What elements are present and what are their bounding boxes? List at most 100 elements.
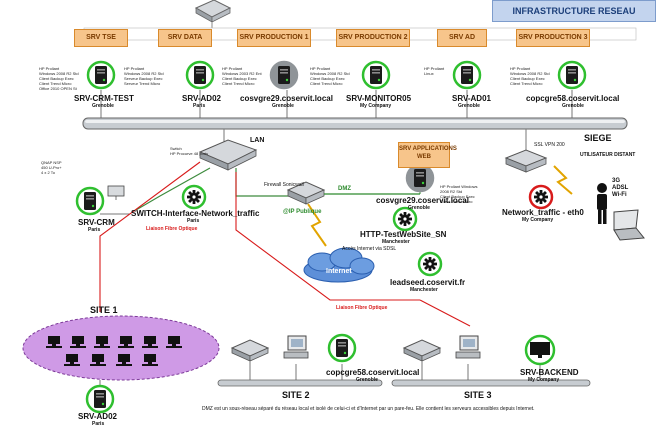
top-router-icon xyxy=(194,0,232,23)
node-switch-traffic-site: Paris xyxy=(187,218,200,224)
header-srv-applications-web: SRV APPLICATIONS WEB xyxy=(398,142,457,168)
header-srv-production-3: SRV PRODUCTION 3 xyxy=(516,29,590,47)
switch-note: Switch HP Procurve 48 ports xyxy=(170,146,209,156)
node-srv-crm-site: Paris xyxy=(88,227,101,233)
liaison-fibre-1-label: Liaison Fibre Optique xyxy=(146,226,198,232)
site1-label: SITE 1 xyxy=(90,305,118,315)
liaison-fibre-2-label: Liaison Fibre Optique xyxy=(336,305,388,311)
lan-switch-icon xyxy=(198,139,258,171)
node-srv-crm-label[interactable]: SRV-CRM xyxy=(78,218,115,227)
node-copcgre58-bottom-label[interactable]: copcgre58.coservit.local xyxy=(326,368,420,377)
copcgre58-bottom-icon[interactable] xyxy=(327,333,357,363)
srv-backend-icon[interactable] xyxy=(524,334,556,366)
node-http-test-site: Manchester xyxy=(382,239,410,245)
site1-pc-icon xyxy=(142,354,158,366)
lan-label: LAN xyxy=(250,137,265,144)
node-srv-ad01-site: Grenoble xyxy=(458,103,480,109)
ssl-vpn-label: SSL VPN 200 xyxy=(534,142,565,148)
server-note-production-3: HP Proliant Windows 2008 R2 Std Client B… xyxy=(510,66,550,86)
server-note-data: HP Proliant Windows 2008 R2 Std Serveur … xyxy=(124,66,164,86)
srv-ad02-top-icon[interactable] xyxy=(185,60,215,90)
site2-pc-icon xyxy=(283,335,309,359)
node-srv-ad02-top-label[interactable]: SRV-AD02 xyxy=(182,94,221,103)
web-server-note: HP Proliant Windows 2008 R2 Std Client B… xyxy=(440,184,478,204)
leadseed-icon[interactable] xyxy=(417,251,443,277)
copcgre58-top-icon[interactable] xyxy=(557,60,587,90)
header-srv-data: SRV DATA xyxy=(158,29,212,47)
node-srv-ad01-label[interactable]: SRV-AD01 xyxy=(452,94,491,103)
node-cosvgre29-top-label[interactable]: cosvgre29.coservit.local xyxy=(240,94,333,103)
site3-bar xyxy=(391,379,591,387)
site2-switch-icon xyxy=(230,339,270,362)
internet-cloud-icon xyxy=(303,247,375,283)
node-srv-backend-site: My Company xyxy=(528,377,560,383)
node-network-traffic-site: My Company xyxy=(522,217,554,223)
node-leadseed-label[interactable]: leadseed.coservit.fr xyxy=(390,278,466,287)
node-cosvgre29-top-site: Grenoble xyxy=(272,103,294,109)
site3-pc-icon xyxy=(455,335,481,359)
header-srv-ad: SRV AD xyxy=(437,29,487,47)
server-note-production-2: HP Proliant Windows 2008 R2 Std Client B… xyxy=(310,66,350,86)
laptop-icon xyxy=(613,209,645,241)
site1-pc-icon xyxy=(142,336,158,348)
node-srv-monitor05-label[interactable]: SRV-MONITOR05 xyxy=(346,94,412,103)
node-copcgre58-top-site: Grenoble xyxy=(562,103,584,109)
siege-label: SIEGE xyxy=(584,133,612,143)
ip-publique-label: @IP Publique xyxy=(283,209,322,215)
site3-label: SITE 3 xyxy=(464,390,492,400)
node-srv-ad02-bottom-site: Paris xyxy=(92,421,105,427)
http-test-icon[interactable] xyxy=(392,206,418,232)
internet-label: Internet xyxy=(326,268,352,275)
page-title: INFRASTRUCTURE RESEAU xyxy=(492,0,656,22)
firewall-icon xyxy=(286,181,326,205)
node-cosvgre29-web-label[interactable]: cosvgre29.coservit.local xyxy=(376,196,469,205)
site1-pc-icon xyxy=(166,336,182,348)
ssl-vpn-icon xyxy=(504,149,548,173)
server-note-production-1: HP Proliant Windows 2003 R2 Ent Client B… xyxy=(222,66,262,86)
site2-label: SITE 2 xyxy=(282,390,310,400)
srv-ad01-icon[interactable] xyxy=(452,60,482,90)
node-copcgre58-top-label[interactable]: copcgre58.coservit.local xyxy=(526,94,620,103)
srv-ad02-bottom-icon[interactable] xyxy=(85,384,115,414)
qnap-note: QNAP NSP 450 U-Pro+ 4 x 2 To xyxy=(41,160,62,175)
siege-backbone-bar xyxy=(82,117,628,130)
header-srv-tse: SRV TSE xyxy=(74,29,128,47)
server-note-ad: HP Proliant Linux xyxy=(424,66,445,76)
node-leadseed-site: Manchester xyxy=(410,287,438,293)
node-copcgre58-bottom-site: Grenoble xyxy=(356,377,378,383)
site1-pc-icon xyxy=(46,336,62,348)
site1-workstations xyxy=(46,336,182,366)
node-srv-ad02-bottom-label[interactable]: SRV-AD02 xyxy=(78,412,117,421)
acces-internet-label: Accès Internet via SDSL xyxy=(342,246,397,252)
site1-pc-icon xyxy=(70,336,86,348)
cosvgre29-top-icon[interactable] xyxy=(269,60,299,90)
header-srv-production-2: SRV PRODUCTION 2 xyxy=(336,29,410,47)
site1-pc-icon xyxy=(90,354,106,366)
node-srv-ad02-top-site: Paris xyxy=(193,103,206,109)
cosvgre29-web-icon[interactable] xyxy=(405,163,435,193)
node-http-test-label[interactable]: HTTP-TestWebSite_SN xyxy=(360,230,447,239)
node-srv-crm-test-label[interactable]: SRV-CRM-TEST xyxy=(74,94,134,103)
node-srv-backend-label[interactable]: SRV-BACKEND xyxy=(520,368,579,377)
site2-bar xyxy=(217,379,383,387)
srv-crm-icon[interactable] xyxy=(75,186,105,216)
qnap-nas-icon xyxy=(107,185,125,197)
node-srv-monitor05-site: My Company xyxy=(360,103,392,109)
site1-pc-icon xyxy=(94,336,110,348)
switch-traffic-icon[interactable] xyxy=(181,184,207,210)
adsl-label: 3G ADSL Wi-Fi xyxy=(612,178,629,198)
node-cosvgre29-web-site: Grenoble xyxy=(408,205,430,211)
site3-switch-icon xyxy=(402,339,442,362)
remote-user-icon xyxy=(597,183,607,224)
srv-crm-test-icon[interactable] xyxy=(86,60,116,90)
header-srv-production-1: SRV PRODUCTION 1 xyxy=(237,29,311,47)
site1-pc-icon xyxy=(118,336,134,348)
node-srv-crm-test-site: Grenoble xyxy=(92,103,114,109)
srv-monitor05-icon[interactable] xyxy=(361,60,391,90)
node-network-traffic-label[interactable]: Network_traffic - eth0 xyxy=(502,208,584,217)
server-drop-lines xyxy=(100,90,573,118)
network-traffic-icon[interactable] xyxy=(528,184,554,210)
node-switch-traffic-label[interactable]: SWITCH-Interface-Network_traffic xyxy=(131,209,260,218)
site1-pc-icon xyxy=(116,354,132,366)
server-note-tse: HP Proliant Windows 2008 R2 Std Client B… xyxy=(39,66,79,91)
